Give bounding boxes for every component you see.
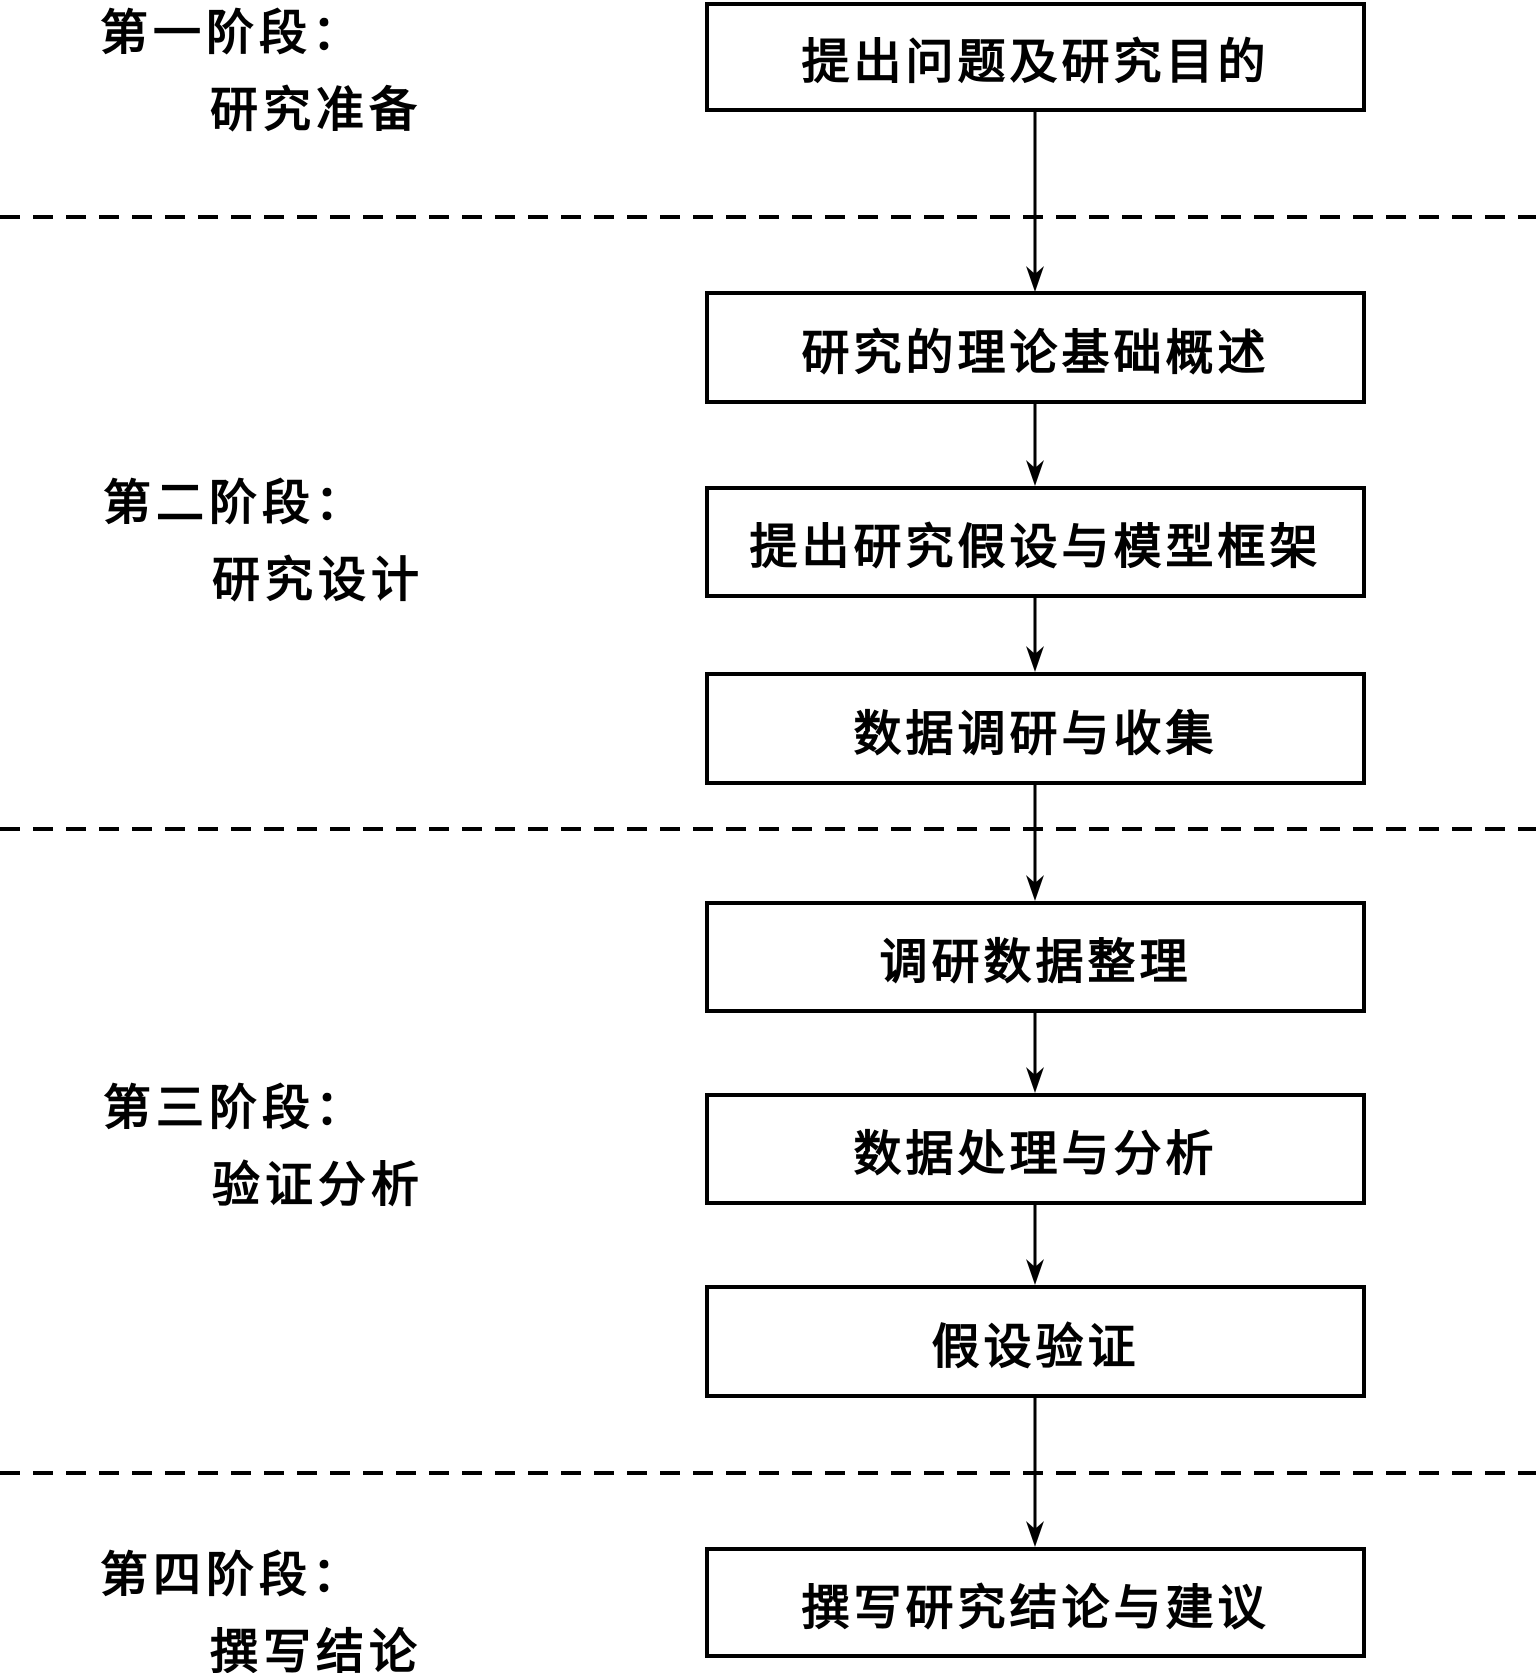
flow-box-data-collection: 数据调研与收集 xyxy=(705,672,1366,785)
stage-divider-1 xyxy=(0,215,1536,219)
flow-box-data-organization: 调研数据整理 xyxy=(705,901,1366,1013)
flow-box-problem-purpose: 提出问题及研究目的 xyxy=(705,2,1366,112)
flow-box-label: 假设验证 xyxy=(931,1320,1140,1374)
stage-4-label-title: 第四阶段： xyxy=(100,1549,366,1602)
flow-box-label: 调研数据整理 xyxy=(879,936,1192,989)
flow-arrow-3 xyxy=(1026,598,1044,672)
stage-4-label-subtitle: 撰写结论 xyxy=(210,1626,423,1673)
flow-box-label: 撰写研究结论与建议 xyxy=(801,1581,1270,1635)
flow-box-label: 研究的理论基础概述 xyxy=(801,326,1270,380)
stage-3-label-title: 第三阶段： xyxy=(103,1082,369,1135)
flow-box-data-analysis: 数据处理与分析 xyxy=(705,1093,1366,1205)
stage-2-label-title: 第二阶段： xyxy=(103,477,369,530)
flow-arrow-5 xyxy=(1026,1013,1044,1093)
flow-arrow-4 xyxy=(1026,785,1044,901)
stage-2-label-subtitle: 研究设计 xyxy=(212,554,425,607)
flow-box-label: 提出问题及研究目的 xyxy=(801,36,1270,89)
flow-box-label: 数据调研与收集 xyxy=(853,707,1218,761)
flow-arrow-6 xyxy=(1026,1205,1044,1285)
flow-arrow-2 xyxy=(1026,404,1044,486)
flow-box-theory-overview: 研究的理论基础概述 xyxy=(705,291,1366,404)
flow-box-hypothesis-testing: 假设验证 xyxy=(705,1285,1366,1398)
flow-box-label: 数据处理与分析 xyxy=(853,1128,1218,1181)
stage-3-label-subtitle: 验证分析 xyxy=(212,1159,425,1212)
flow-box-label: 提出研究假设与模型框架 xyxy=(749,521,1322,574)
flow-arrow-1 xyxy=(1026,112,1044,292)
flow-box-hypothesis-framework: 提出研究假设与模型框架 xyxy=(705,486,1366,598)
stage-divider-3 xyxy=(0,1471,1536,1475)
stage-1-label-title: 第一阶段： xyxy=(100,7,366,60)
stage-1-label-subtitle: 研究准备 xyxy=(210,84,423,137)
flow-box-conclusions: 撰写研究结论与建议 xyxy=(705,1547,1366,1658)
stage-divider-2 xyxy=(0,827,1536,831)
